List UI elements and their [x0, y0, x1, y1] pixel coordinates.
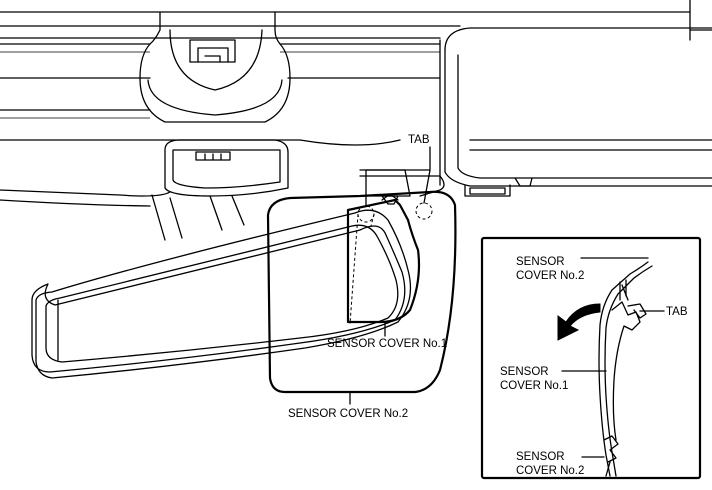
- sensor-cover-no2-callout: SENSOR COVER No.2: [288, 391, 408, 420]
- detail-cover-no1-line1: SENSOR: [500, 366, 549, 378]
- rearview-mirror: [31, 209, 412, 379]
- detail-cover-no1-profile: [611, 301, 641, 441]
- detail-cover-no2-top-line1: SENSOR: [516, 256, 565, 268]
- tab-label: TAB: [408, 134, 430, 146]
- mirror-base: [359, 169, 445, 205]
- sensor-cover-no1-callout: SENSOR COVER No.1: [327, 321, 447, 350]
- tab-callout: TAB: [365, 134, 431, 207]
- detail-tab-label: TAB: [666, 306, 688, 318]
- detail-inset: SENSOR COVER No.2 TAB SENSOR COVER No.1 …: [480, 236, 702, 480]
- removal-direction-arrow: [557, 303, 601, 341]
- sensor-cover-no2-outline: [266, 190, 457, 394]
- detail-cover-no2-bottom-line1: SENSOR: [516, 451, 565, 463]
- detail-cover-no2-profile: [598, 261, 649, 477]
- detail-cover-no2-bottom-line2: COVER No.2: [516, 465, 584, 477]
- switch-housing: [164, 139, 289, 197]
- detail-cover-no1-line2: COVER No.1: [500, 380, 568, 392]
- sun-visor: [439, 27, 712, 197]
- sensor-cover-no2-label: SENSOR COVER No.2: [288, 408, 408, 420]
- overhead-console: [139, 11, 291, 123]
- detail-cover-no2-top-line2: COVER No.2: [516, 270, 584, 282]
- headliner-panel: [0, 0, 712, 207]
- detail-inset-frame: [480, 236, 702, 480]
- sensor-cover-no1-label: SENSOR COVER No.1: [327, 338, 447, 350]
- windshield-lines: [151, 194, 245, 241]
